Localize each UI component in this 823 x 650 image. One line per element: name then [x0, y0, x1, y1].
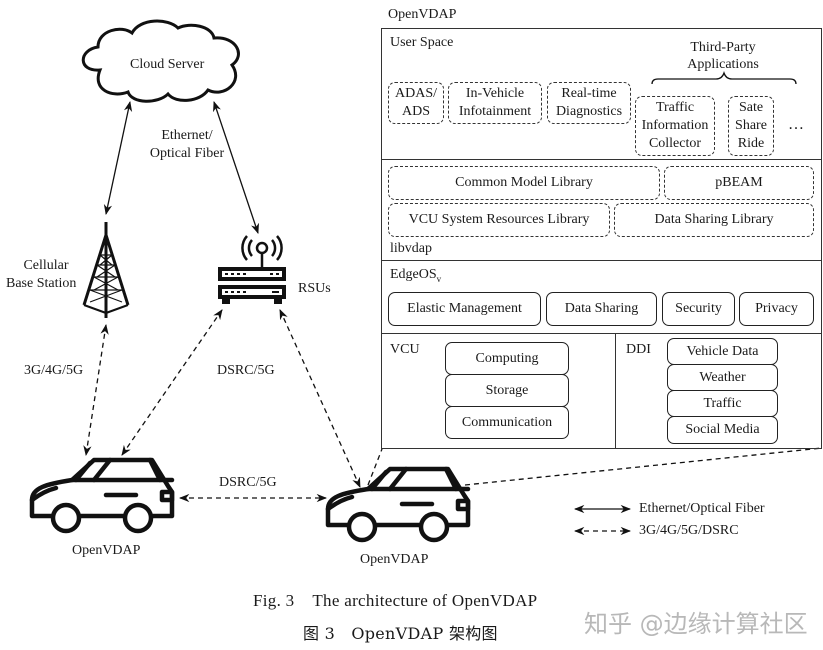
v2v-link-label: DSRC/5G: [219, 475, 277, 490]
car-right-icon: [325, 466, 471, 543]
vehicle-right-label: OpenVDAP: [360, 552, 429, 567]
app-rideshare-line1: Sate: [738, 100, 764, 115]
backhaul-label-line1: Ethernet/: [161, 128, 213, 143]
rsu-link-label: DSRC/5G: [217, 363, 275, 378]
ddi-weather[interactable]: Weather: [667, 364, 778, 391]
app-adas-line2: ADS: [401, 104, 430, 119]
third-party-title-line2: Applications: [687, 57, 759, 72]
base-station-label-line2: Base Station: [6, 276, 77, 291]
app-traffic-line1: Traffic: [655, 100, 695, 115]
app-adas-line1: ADAS/: [394, 86, 437, 101]
callout-line-left: [367, 448, 383, 486]
figure-caption-chinese: 图 3 OpenVDAP 架构图: [303, 624, 498, 643]
app-rideshare-line3: Ride: [737, 136, 765, 151]
app-infotainment-line1: In-Vehicle: [465, 86, 525, 101]
app-infotainment[interactable]: In-Vehicle Infotainment: [448, 82, 542, 124]
app-rideshare-line2: Share: [735, 118, 767, 133]
legend-solid-label: Ethernet/Optical Fiber: [639, 501, 765, 516]
edgeos-data-sharing[interactable]: Data Sharing: [546, 292, 657, 326]
edgeos-subscript: v: [436, 273, 442, 284]
link-rsu-car-left: [121, 309, 223, 456]
link-cloud-basestation: [103, 100, 133, 216]
base-station-label-line1: Cellular: [23, 258, 69, 273]
lib-data-sharing[interactable]: Data Sharing Library: [614, 203, 814, 237]
link-basestation-car-left: [83, 323, 109, 457]
figure-caption-english: Fig. 3 The architecture of OpenVDAP: [253, 591, 538, 610]
vcu-title: VCU: [390, 342, 420, 357]
edgeos-privacy[interactable]: Privacy: [739, 292, 814, 326]
car-left-icon: [29, 457, 175, 534]
edgeos-section: EdgeOSv Elastic Management Data Sharing …: [382, 261, 821, 334]
cloud-server-label: Cloud Server: [130, 57, 205, 72]
backhaul-label-line2: Optical Fiber: [149, 146, 225, 161]
link-rsu-car-right: [279, 309, 361, 488]
link-cloud-rsu: [213, 101, 259, 234]
app-diagnostics-line1: Real-time: [561, 86, 617, 101]
libvdap-section: Common Model Library pBEAM VCU System Re…: [382, 160, 821, 261]
openvdap-panel: User Space Third-Party Applications ADAS…: [381, 28, 822, 449]
third-party-brace: [651, 70, 797, 85]
legend-dashed-label: 3G/4G/5G/DSRC: [639, 523, 739, 538]
app-diagnostics[interactable]: Real-time Diagnostics: [547, 82, 631, 124]
libvdap-title: libvdap: [390, 241, 432, 256]
edgeos-title: EdgeOSv: [390, 267, 441, 284]
app-diagnostics-line2: Diagnostics: [555, 104, 623, 119]
edgeos-security[interactable]: Security: [662, 292, 735, 326]
rsu-label: RSUs: [298, 281, 331, 296]
lib-common-model[interactable]: Common Model Library: [388, 166, 660, 200]
openvdap-title: OpenVDAP: [388, 7, 457, 22]
app-infotainment-line2: Infotainment: [458, 104, 532, 119]
vcu-storage[interactable]: Storage: [445, 374, 569, 407]
edgeos-elastic-management[interactable]: Elastic Management: [388, 292, 541, 326]
ddi-vehicle-data[interactable]: Vehicle Data: [667, 338, 778, 365]
vcu-computing[interactable]: Computing: [445, 342, 569, 375]
cell-tower-icon: [82, 222, 130, 318]
cloud-icon: [81, 19, 240, 103]
lib-pbeam[interactable]: pBEAM: [664, 166, 814, 200]
ddi-traffic[interactable]: Traffic: [667, 390, 778, 417]
app-rideshare[interactable]: Sate Share Ride: [728, 96, 774, 156]
app-traffic-line2: Information: [641, 118, 709, 133]
more-apps-ellipsis: …: [788, 116, 804, 133]
lib-vcu-resources[interactable]: VCU System Resources Library: [388, 203, 610, 237]
vehicle-left-label: OpenVDAP: [72, 543, 141, 558]
watermark: 知乎 @边缘计算社区: [584, 610, 808, 638]
user-space-title: User Space: [390, 35, 454, 50]
ddi-title: DDI: [626, 342, 651, 357]
ddi-social-media[interactable]: Social Media: [667, 416, 778, 444]
third-party-title-line1: Third-Party: [690, 40, 756, 55]
edgeos-title-text: EdgeOS: [390, 267, 437, 282]
app-traffic-line3: Collector: [648, 136, 702, 151]
app-adas[interactable]: ADAS/ ADS: [388, 82, 444, 124]
rsu-icon: [218, 235, 286, 304]
user-space-section: User Space Third-Party Applications ADAS…: [382, 29, 821, 160]
vcu-section: VCU Computing Storage Communication: [382, 334, 616, 448]
cellular-link-label: 3G/4G/5G: [24, 363, 84, 378]
callout-line-right: [464, 447, 823, 486]
ddi-section: DDI Vehicle Data Weather Traffic Social …: [616, 334, 821, 448]
vcu-communication[interactable]: Communication: [445, 406, 569, 439]
app-traffic-collector[interactable]: Traffic Information Collector: [635, 96, 715, 156]
